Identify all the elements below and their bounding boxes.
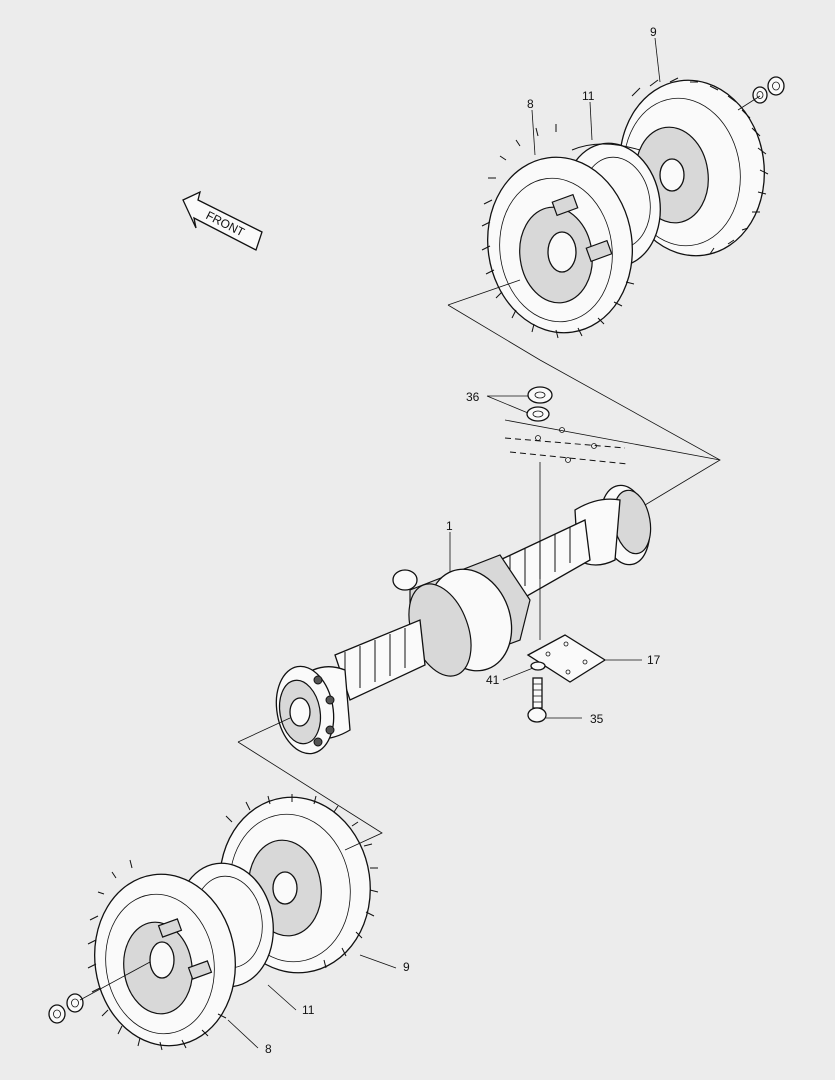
callout-1: 1	[446, 519, 453, 533]
callout-8-top: 8	[527, 97, 534, 111]
callout-41: 41	[486, 673, 500, 687]
leader-lines	[79, 37, 761, 1049]
bottom-inner-tire-8	[87, 859, 236, 1051]
callout-9-bottom: 9	[403, 960, 410, 974]
assembly-lines	[237, 279, 721, 851]
callout-11-bottom: 11	[302, 1003, 315, 1017]
bottom-wheel-nuts	[48, 993, 84, 1024]
bolt-pattern-dashed	[504, 427, 629, 465]
callout-9-top: 9	[650, 25, 657, 39]
axle-assembly-1	[275, 484, 652, 755]
callout-8-bottom: 8	[265, 1042, 272, 1056]
callout-11-top: 11	[582, 89, 595, 103]
callouts: 9 8 11 36 1 17 41 35 9 11 8	[265, 25, 661, 1056]
callout-35: 35	[590, 712, 604, 726]
top-inner-tire-8	[481, 124, 635, 339]
callout-17: 17	[647, 653, 661, 667]
nuts-36	[526, 386, 553, 441]
front-arrow-label: FRONT	[204, 208, 248, 240]
callout-36: 36	[466, 390, 480, 404]
top-wheel-nuts	[752, 76, 785, 104]
front-arrow: FRONT	[182, 190, 263, 251]
plate-17	[526, 634, 607, 683]
bolt-35	[527, 677, 547, 723]
washer-41	[530, 661, 546, 671]
